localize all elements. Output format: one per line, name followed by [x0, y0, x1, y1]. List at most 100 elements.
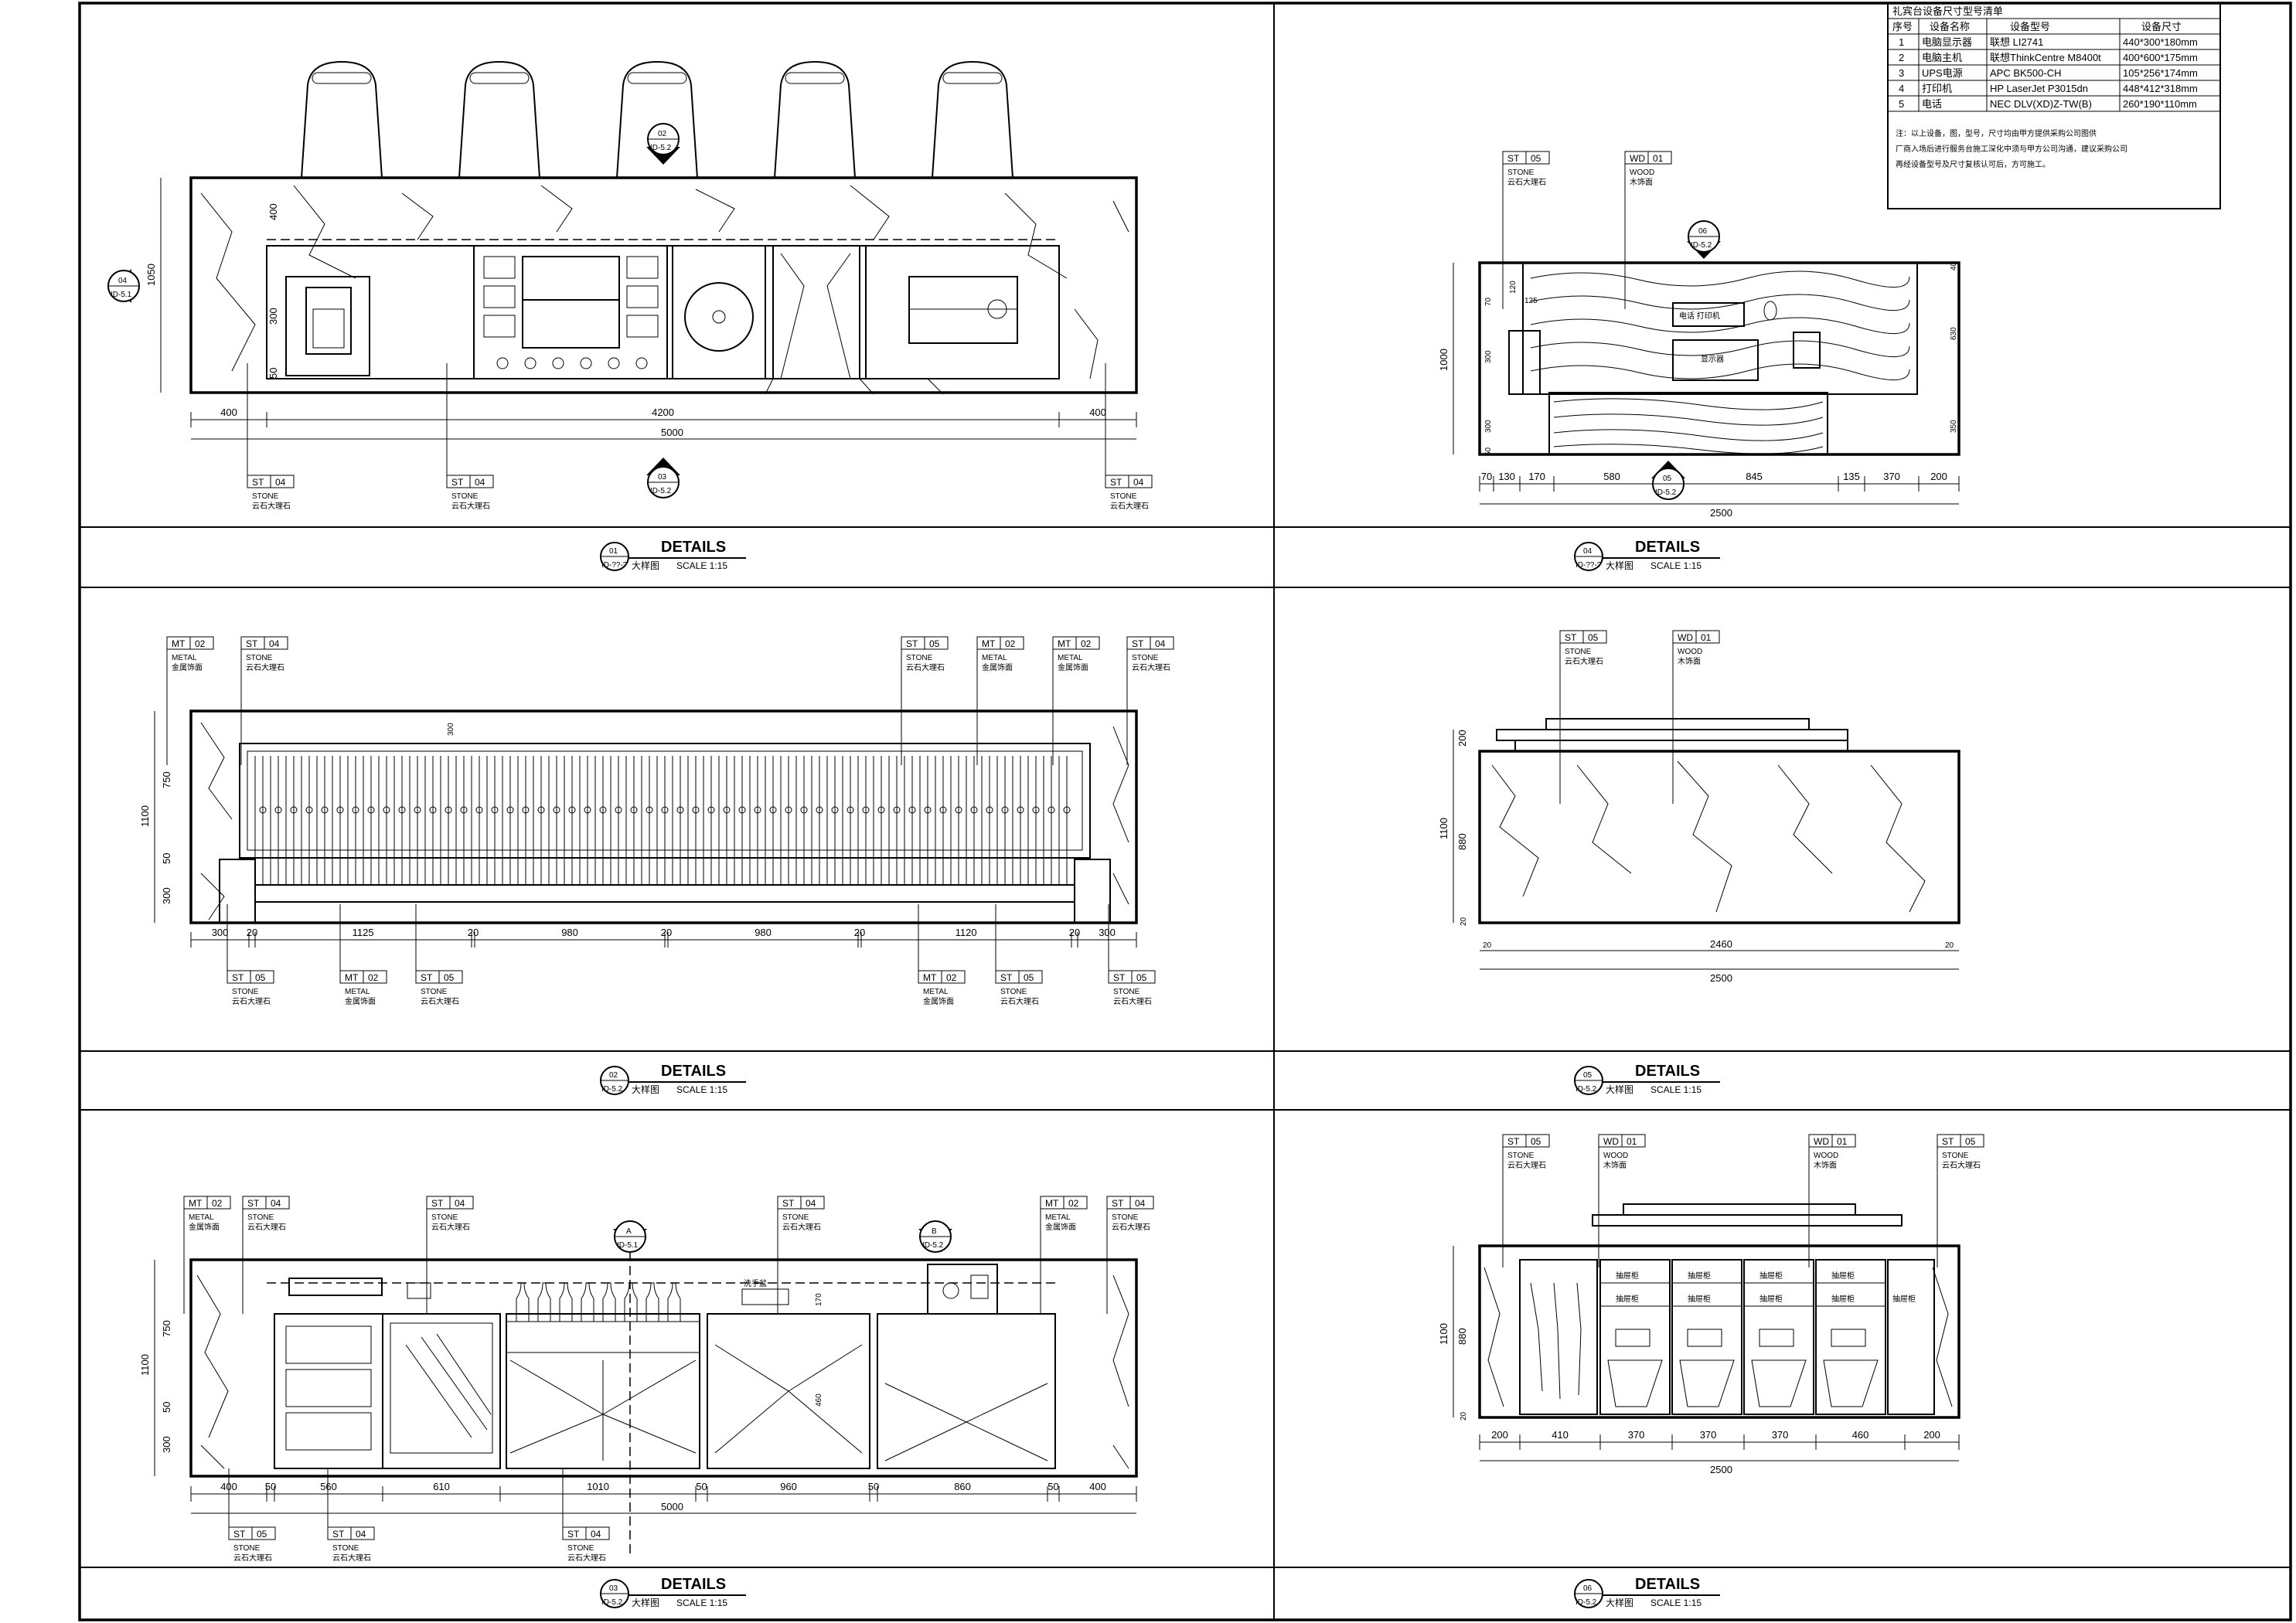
table-cell: NEC DLV(XD)Z-TW(B): [1990, 98, 2092, 110]
dim-label: 400: [267, 203, 279, 220]
dim-label: 1010: [587, 1481, 609, 1492]
svg-text:DETAILS: DETAILS: [661, 1576, 726, 1593]
svg-text:抽屉柜: 抽屉柜: [1759, 1294, 1783, 1304]
table-header: 设备尺寸: [2141, 21, 2182, 32]
svg-text:金属饰面: 金属饰面: [1058, 662, 1088, 672]
svg-text:STONE: STONE: [1132, 654, 1159, 662]
svg-text:02: 02: [212, 1198, 223, 1209]
svg-text:20: 20: [1483, 941, 1492, 950]
svg-text:云石大理石: 云石大理石: [246, 662, 284, 672]
table-header: 设备型号: [2010, 21, 2050, 32]
svg-text:MT: MT: [172, 638, 186, 649]
dim-label: 1120: [956, 927, 977, 938]
dim-label: 50: [267, 368, 279, 379]
dim-label: 50: [265, 1481, 276, 1492]
dim-label: 370: [1628, 1429, 1645, 1441]
svg-text:云石大理石: 云石大理石: [332, 1553, 371, 1563]
svg-text:大样图: 大样图: [632, 560, 659, 571]
svg-text:ID-5.2: ID-5.2: [1691, 241, 1712, 250]
svg-text:云石大理石: 云石大理石: [1507, 177, 1546, 187]
svg-text:STONE: STONE: [906, 654, 933, 662]
svg-text:云石大理石: 云石大理石: [233, 1553, 272, 1563]
svg-text:02: 02: [1081, 638, 1092, 649]
table-note: 厂商入场后进行服务台施工深化中须与甲方公司沟通，建议采购公司: [1896, 144, 2127, 154]
panel-06-elevation: 抽屉柜抽屉柜抽屉柜抽屉柜抽屉柜抽屉柜抽屉柜抽屉柜抽屉柜 1100 880 20 …: [1438, 1134, 1984, 1475]
svg-text:ID-5.2: ID-5.2: [601, 1085, 623, 1094]
sheet-frame: [78, 2, 2292, 1621]
svg-text:金属饰面: 金属饰面: [923, 996, 954, 1006]
svg-text:STONE: STONE: [1112, 1213, 1139, 1222]
dim-label: 200: [1923, 1429, 1940, 1441]
svg-text:木饰面: 木饰面: [1814, 1160, 1837, 1170]
svg-text:02: 02: [609, 1071, 618, 1080]
svg-text:ST: ST: [247, 1198, 260, 1209]
svg-text:木饰面: 木饰面: [1678, 656, 1701, 666]
svg-text:04: 04: [1133, 477, 1144, 488]
table-cell: 448*412*318mm: [2123, 83, 2198, 94]
dim-label: 980: [755, 927, 772, 938]
svg-text:SCALE 1:15: SCALE 1:15: [676, 560, 727, 571]
table-note: 再经设备型号及尺寸复核认可后，方可施工。: [1896, 159, 2050, 169]
table-cell: 4: [1899, 83, 1904, 94]
svg-text:洗手盆: 洗手盆: [744, 1278, 767, 1288]
dim-label: 300: [267, 308, 279, 325]
svg-text:木饰面: 木饰面: [1630, 177, 1653, 187]
table-cell: 400*600*175mm: [2123, 52, 2198, 63]
svg-text:200: 200: [1456, 730, 1468, 747]
svg-text:SCALE 1:15: SCALE 1:15: [676, 1597, 727, 1608]
table-title: 礼宾台设备尺寸型号清单: [1892, 5, 2003, 17]
svg-text:880: 880: [1456, 833, 1468, 850]
svg-text:05: 05: [1583, 1071, 1593, 1080]
svg-text:03: 03: [658, 473, 667, 481]
svg-text:抽屉柜: 抽屉柜: [1688, 1294, 1711, 1304]
svg-text:金属饰面: 金属饰面: [172, 662, 203, 672]
dim-label: 860: [954, 1481, 971, 1492]
svg-text:METAL: METAL: [189, 1213, 214, 1222]
table-cell: HP LaserJet P3015dn: [1990, 83, 2088, 94]
table-cell: 联想 LI2741: [1990, 36, 2043, 48]
svg-text:630: 630: [1950, 327, 1958, 340]
svg-text:ST: ST: [1942, 1136, 1954, 1147]
svg-text:ST: ST: [1132, 638, 1144, 649]
panel-04-elevation: 电话 打印机 显示器 1000 70 120 125 300 300 50 40…: [1438, 151, 1960, 519]
svg-text:05: 05: [1965, 1136, 1976, 1147]
svg-text:ST: ST: [1113, 972, 1126, 983]
svg-text:STONE: STONE: [421, 988, 448, 996]
svg-text:MT: MT: [189, 1198, 203, 1209]
svg-text:02: 02: [658, 130, 667, 138]
svg-text:云石大理石: 云石大理石: [247, 1222, 286, 1232]
svg-text:大样图: 大样图: [632, 1084, 659, 1095]
counter-top-plan: [189, 176, 1138, 394]
svg-text:20: 20: [1460, 917, 1468, 926]
wine-bottles: [506, 1282, 700, 1353]
svg-text:04: 04: [455, 1198, 465, 1209]
svg-text:1100: 1100: [139, 805, 151, 827]
svg-text:03: 03: [609, 1584, 618, 1593]
dim-label: 300: [1099, 927, 1116, 938]
dim-label: 20: [1069, 927, 1080, 938]
svg-text:抽屉柜: 抽屉柜: [1831, 1271, 1855, 1281]
svg-text:ID-5.1: ID-5.1: [111, 291, 132, 299]
svg-text:STONE: STONE: [1507, 168, 1535, 177]
svg-text:ID-5.2: ID-5.2: [1655, 488, 1677, 497]
svg-text:ST: ST: [232, 972, 244, 983]
dim-label: 560: [320, 1481, 337, 1492]
svg-text:ST: ST: [451, 477, 464, 488]
svg-text:大样图: 大样图: [1606, 1597, 1633, 1608]
svg-text:ID-5.2: ID-5.2: [601, 1598, 623, 1607]
